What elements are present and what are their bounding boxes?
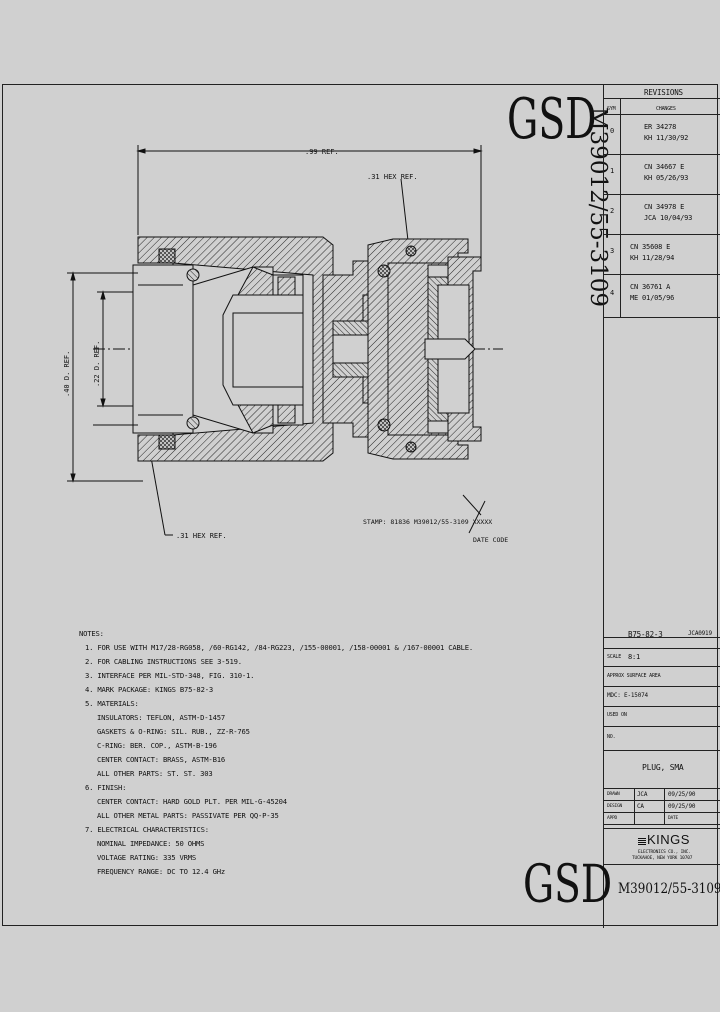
note-line: 5. MATERIALS: [85, 699, 139, 708]
note-line: ALL OTHER PARTS: ST. ST. 303 [97, 769, 213, 778]
revision-by-date: ME 01/05/96 [630, 294, 675, 302]
approx-area-label: APPROX SURFACE AREA [607, 673, 661, 679]
drawn-label: DRAWN [607, 792, 620, 797]
revision-sym: 2 [610, 207, 615, 215]
note-line: 6. FINISH: [85, 783, 127, 792]
drawing-number-bottom: M39012/55-3109 [618, 881, 720, 897]
revisions-col-changes: CHANGES [656, 106, 676, 112]
note-line: 1. FOR USE WITH M17/28-RG058, /60-RG142,… [85, 643, 473, 652]
revision-sym: 4 [610, 289, 615, 297]
stamp-note: STAMP: 81836 M39012/55-3109 XXXXX [363, 518, 492, 526]
revisions-title: REVISIONS [644, 88, 683, 97]
revision-change: CN 36761 A [630, 283, 671, 291]
drawn-date: 09/25/90 [668, 791, 696, 798]
revision-row: 4 CN 36761 A ME 01/05/96 [604, 274, 720, 317]
revision-row: 0 ER 34278 KH 11/30/92 [604, 114, 720, 155]
revision-change: CN 35608 E [630, 243, 671, 251]
notes-title: NOTES: [79, 629, 104, 638]
mdc-line: MDC: E-15074 [607, 692, 648, 699]
scale-label: SCALE [607, 654, 622, 660]
revision-row: 2 CN 34978 E JCA 10/04/93 [604, 194, 720, 235]
connector-cross-section: .99 REF. .31 HEX REF. .31 HEX REF. .40 D… [63, 145, 508, 544]
company-line2: TUCKAHOE, NEW YORK 10707 [632, 856, 693, 861]
scale-value: 8:1 [628, 653, 641, 661]
note-line: 7. ELECTRICAL CHARACTERISTICS: [85, 825, 209, 834]
drawing-sheet: GSD M39012/55-3109 REVISIONS SYM CHANGES… [2, 84, 720, 928]
revision-change: CN 34667 E [644, 163, 685, 171]
part-code: JCA0919 [688, 630, 712, 637]
revision-row: 1 CN 34667 E KH 05/26/93 [604, 154, 720, 195]
dim-hex-bottom: .31 HEX REF. [176, 532, 227, 540]
note-line: CENTER CONTACT: BRASS, ASTM-B16 [97, 755, 225, 764]
drawing-title: PLUG, SMA [642, 763, 684, 772]
title-block: B75-82-3 JCA0919 SCALE 8:1 APPROX SURFAC… [603, 630, 720, 928]
dim-overall-length: .99 REF. [305, 148, 339, 156]
revision-by-date: KH 05/26/93 [644, 174, 689, 182]
revision-change: ER 34278 [644, 123, 677, 131]
drawn-by: JCA [637, 791, 648, 798]
revisions-col-sym: SYM [607, 106, 616, 112]
note-line: 2. FOR CABLING INSTRUCTIONS SEE 3-519. [85, 657, 242, 666]
dim-hex-top: .31 HEX REF. [367, 173, 418, 181]
revision-by-date: JCA 10/04/93 [644, 214, 693, 222]
part-number: B75-82-3 [628, 630, 663, 639]
company-name: KINGS [647, 832, 690, 847]
no-label: NO. [607, 734, 616, 740]
dim-diameter-22: .22 D. REF. [93, 341, 101, 387]
note-line: GASKETS & O-RING: SIL. RUB., ZZ-R-765 [97, 727, 250, 736]
revision-change: CN 34978 E [644, 203, 685, 211]
note-line: C-RING: BER. COP., ASTM-B-196 [97, 741, 217, 750]
revision-sym: 1 [610, 167, 615, 175]
revision-by-date: KH 11/30/92 [644, 134, 689, 142]
revision-sym: 0 [610, 127, 615, 135]
design-date: 09/25/90 [668, 803, 696, 810]
revisions-block: REVISIONS SYM CHANGES 0 ER 34278 KH 11/3… [603, 85, 720, 318]
revision-row: 3 CN 35608 E KH 11/28/94 [604, 234, 720, 275]
note-line: ALL OTHER METAL PARTS: PASSIVATE PER QQ-… [97, 811, 279, 820]
note-line: NOMINAL IMPEDANCE: 50 OHMS [97, 839, 205, 848]
note-line: 3. INTERFACE PER MIL-STD-348, FIG. 310-1… [85, 671, 255, 680]
design-by: CA [637, 803, 644, 810]
company-line1: ELECTRONICS CO., INC. [638, 850, 691, 855]
date-code-label: DATE CODE [473, 536, 508, 544]
date-label: DATE [668, 816, 679, 821]
note-line: FREQUENCY RANGE: DC TO 12.4 GHz [97, 867, 225, 876]
note-line: 4. MARK PACKAGE: KINGS B75-82-3 [85, 685, 213, 694]
gsd-logo-top: GSD [507, 87, 597, 152]
revision-by-date: KH 11/28/94 [630, 254, 675, 262]
revision-sym: 3 [610, 247, 615, 255]
design-label: DESIGN [607, 804, 623, 809]
note-line: VOLTAGE RATING: 335 VRMS [97, 853, 197, 862]
note-line: INSULATORS: TEFLON, ASTM-D-1457 [97, 713, 225, 722]
note-line: CENTER CONTACT: HARD GOLD PLT. PER MIL-G… [97, 797, 287, 806]
gsd-logo-bottom: GSD [523, 855, 613, 915]
appd-label: APPD [607, 816, 618, 821]
kings-logo-icon [638, 837, 646, 845]
used-on-label: USED ON [607, 712, 627, 718]
dim-diameter-40: .40 D. REF. [63, 351, 71, 397]
